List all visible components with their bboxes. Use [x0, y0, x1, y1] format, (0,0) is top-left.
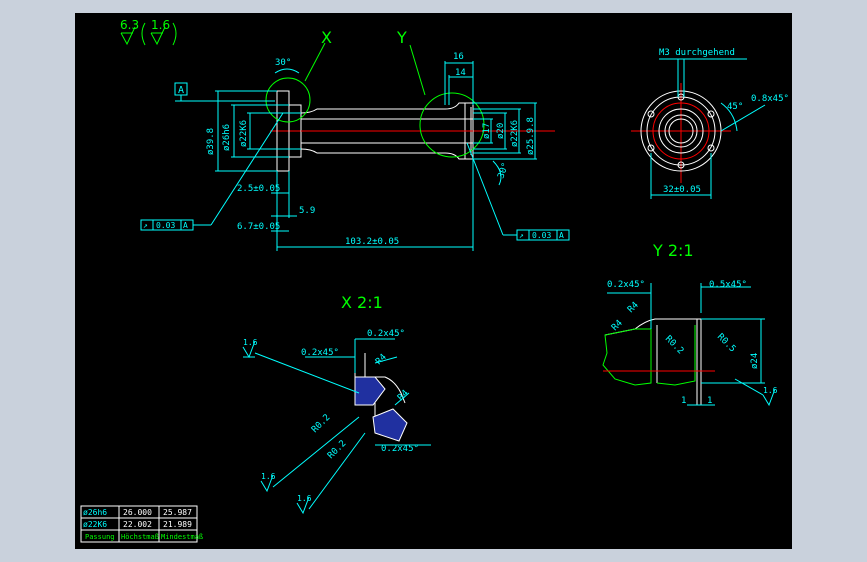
dim-angle-left: 30° [275, 58, 291, 68]
svg-text:0.2x45°: 0.2x45° [381, 444, 419, 454]
svg-text:R4: R4 [626, 300, 641, 315]
dim-5-9: 5.9 [299, 206, 315, 216]
svg-text:R0.2: R0.2 [326, 439, 348, 461]
svg-text:ø26h6: ø26h6 [83, 508, 107, 517]
svg-text:21.989: 21.989 [163, 520, 192, 529]
dim-d22k6-right: ø22K6 [510, 120, 520, 147]
dim-chamfer: 0.8x45° [751, 94, 789, 104]
dim-d25: ø25.9.8 [526, 117, 536, 155]
dim-6-7: 6.7±0.05 [237, 222, 280, 232]
svg-text:22.002: 22.002 [123, 520, 152, 529]
svg-text:25.987: 25.987 [163, 508, 192, 517]
detail-x-circle [265, 77, 311, 123]
svg-text:1.6: 1.6 [297, 494, 312, 503]
detail-y-title: Y 2:1 [652, 241, 694, 260]
dim-angle-45: 45° [727, 102, 743, 112]
dim-w16: 16 [453, 52, 464, 62]
svg-text:1.6: 1.6 [763, 386, 778, 395]
detail-y-circle [419, 92, 485, 158]
svg-text:1: 1 [681, 396, 686, 406]
svg-text:0.5x45°: 0.5x45° [709, 280, 747, 290]
surface-finish-secondary: 1.6 [151, 18, 170, 32]
svg-text:1.6: 1.6 [243, 338, 258, 347]
dim-angle-right: 30° [496, 161, 511, 180]
svg-text:R4: R4 [610, 318, 625, 333]
datum-label: A [178, 85, 184, 96]
svg-text:26.000: 26.000 [123, 508, 152, 517]
tolerance-frame-left: ↗ 0.03 A [140, 112, 284, 231]
svg-text:0.2x45°: 0.2x45° [301, 348, 339, 358]
svg-text:R4: R4 [396, 388, 411, 403]
surface-finish-main: 6.3 [120, 18, 139, 32]
svg-text:ø24: ø24 [750, 353, 760, 369]
end-view: M3 durchgehend 0.8x45° 45° 32±0.05 [631, 48, 789, 199]
svg-text:1.6: 1.6 [261, 472, 276, 481]
svg-text:R4: R4 [374, 352, 389, 367]
svg-text:0.03: 0.03 [156, 221, 175, 230]
svg-text:0.03: 0.03 [532, 231, 551, 240]
fit-table: ø26h6 26.000 25.987 ø22K6 22.002 21.989 … [80, 505, 203, 543]
svg-text:R0.2: R0.2 [310, 413, 332, 435]
svg-text:Mindestmaß: Mindestmaß [161, 533, 203, 541]
svg-text:Höchstmaß: Höchstmaß [121, 533, 159, 541]
svg-text:A: A [183, 221, 188, 230]
svg-text:↗: ↗ [143, 221, 148, 230]
svg-text:R0.5: R0.5 [715, 332, 737, 354]
dim-d22k6-left: ø22K6 [239, 120, 249, 147]
dim-d26h6: ø26h6 [222, 124, 232, 151]
surface-finish-symbol: 6.3 1.6 [120, 18, 177, 46]
detail-y: Y 2:1 0.2x45° 0.5x45° R4 R4 R0.2 [602, 241, 778, 407]
dim-d20: ø20 [496, 123, 506, 139]
technical-drawing: 6.3 1.6 X [80, 18, 789, 543]
dim-bolt-circle: 32±0.05 [663, 185, 701, 195]
dim-103-2: 103.2±0.05 [345, 237, 399, 247]
svg-text:A: A [559, 231, 564, 240]
tolerance-frame-right: ↗ 0.03 A [466, 142, 570, 241]
view-label-x: X [321, 28, 332, 47]
dim-2-5: 2.5±0.05 [237, 184, 280, 194]
note-m3: M3 durchgehend [659, 48, 735, 58]
svg-text:↗: ↗ [519, 231, 524, 240]
detail-x: X 2:1 0.2x45° 0.2x45° 0.2x45° R4 R4 R0.2… [242, 293, 431, 515]
svg-text:R0.2: R0.2 [663, 334, 685, 356]
svg-text:ø22K6: ø22K6 [83, 520, 107, 529]
svg-text:Passung: Passung [85, 533, 115, 541]
main-section-view: X Y A ø39.8 ø26h6 ø22K6 30° [140, 28, 570, 251]
svg-text:0.2x45°: 0.2x45° [607, 280, 645, 290]
drawing-canvas: 6.3 1.6 X [75, 13, 792, 549]
view-label-y: Y [396, 28, 407, 47]
dim-w14: 14 [455, 68, 466, 78]
svg-text:0.2x45°: 0.2x45° [367, 329, 405, 339]
svg-text:1: 1 [707, 396, 712, 406]
dim-d17: ø17 [482, 123, 492, 139]
detail-x-title: X 2:1 [341, 293, 383, 312]
dim-d39-8: ø39.8 [206, 128, 216, 155]
